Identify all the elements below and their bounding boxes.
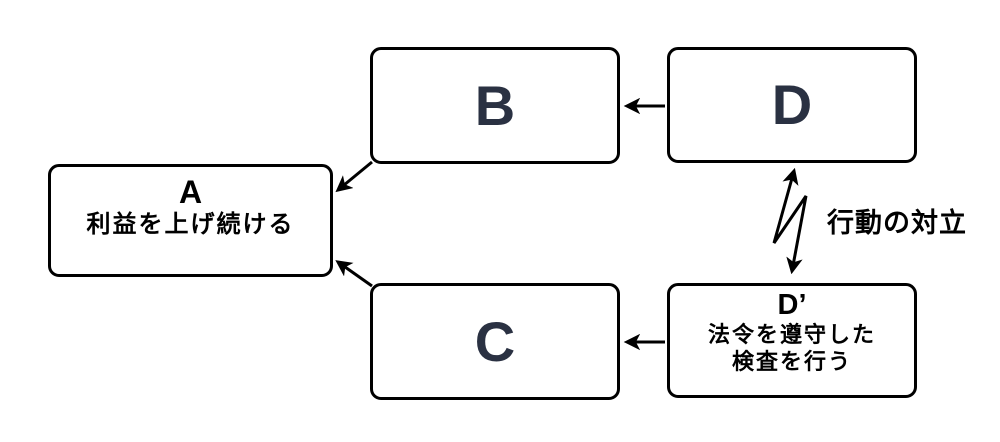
node-c-title: C <box>474 309 516 373</box>
node-d-prime: D’ 法令を遵守した 検査を行う <box>667 283 917 398</box>
conflict-lightning-arrow <box>772 167 808 275</box>
node-b: B <box>370 47 620 164</box>
node-a: A 利益を上げ続ける <box>48 164 333 277</box>
node-a-description: 利益を上げ続ける <box>86 211 295 238</box>
node-d-prime-title: D’ <box>777 289 807 321</box>
node-d-prime-description-line2: 検査を行う <box>731 349 852 374</box>
arrow-b-to-a <box>335 160 373 193</box>
node-b-title: B <box>474 73 516 137</box>
node-c: C <box>370 283 620 400</box>
node-d: D <box>667 47 917 163</box>
node-d-title: D <box>771 73 813 136</box>
arrow-c-to-a <box>335 260 373 288</box>
conflict-label: 行動の対立 <box>827 208 967 238</box>
node-a-title: A <box>178 174 203 210</box>
node-d-prime-description-line1: 法令を遵守した <box>707 322 876 347</box>
